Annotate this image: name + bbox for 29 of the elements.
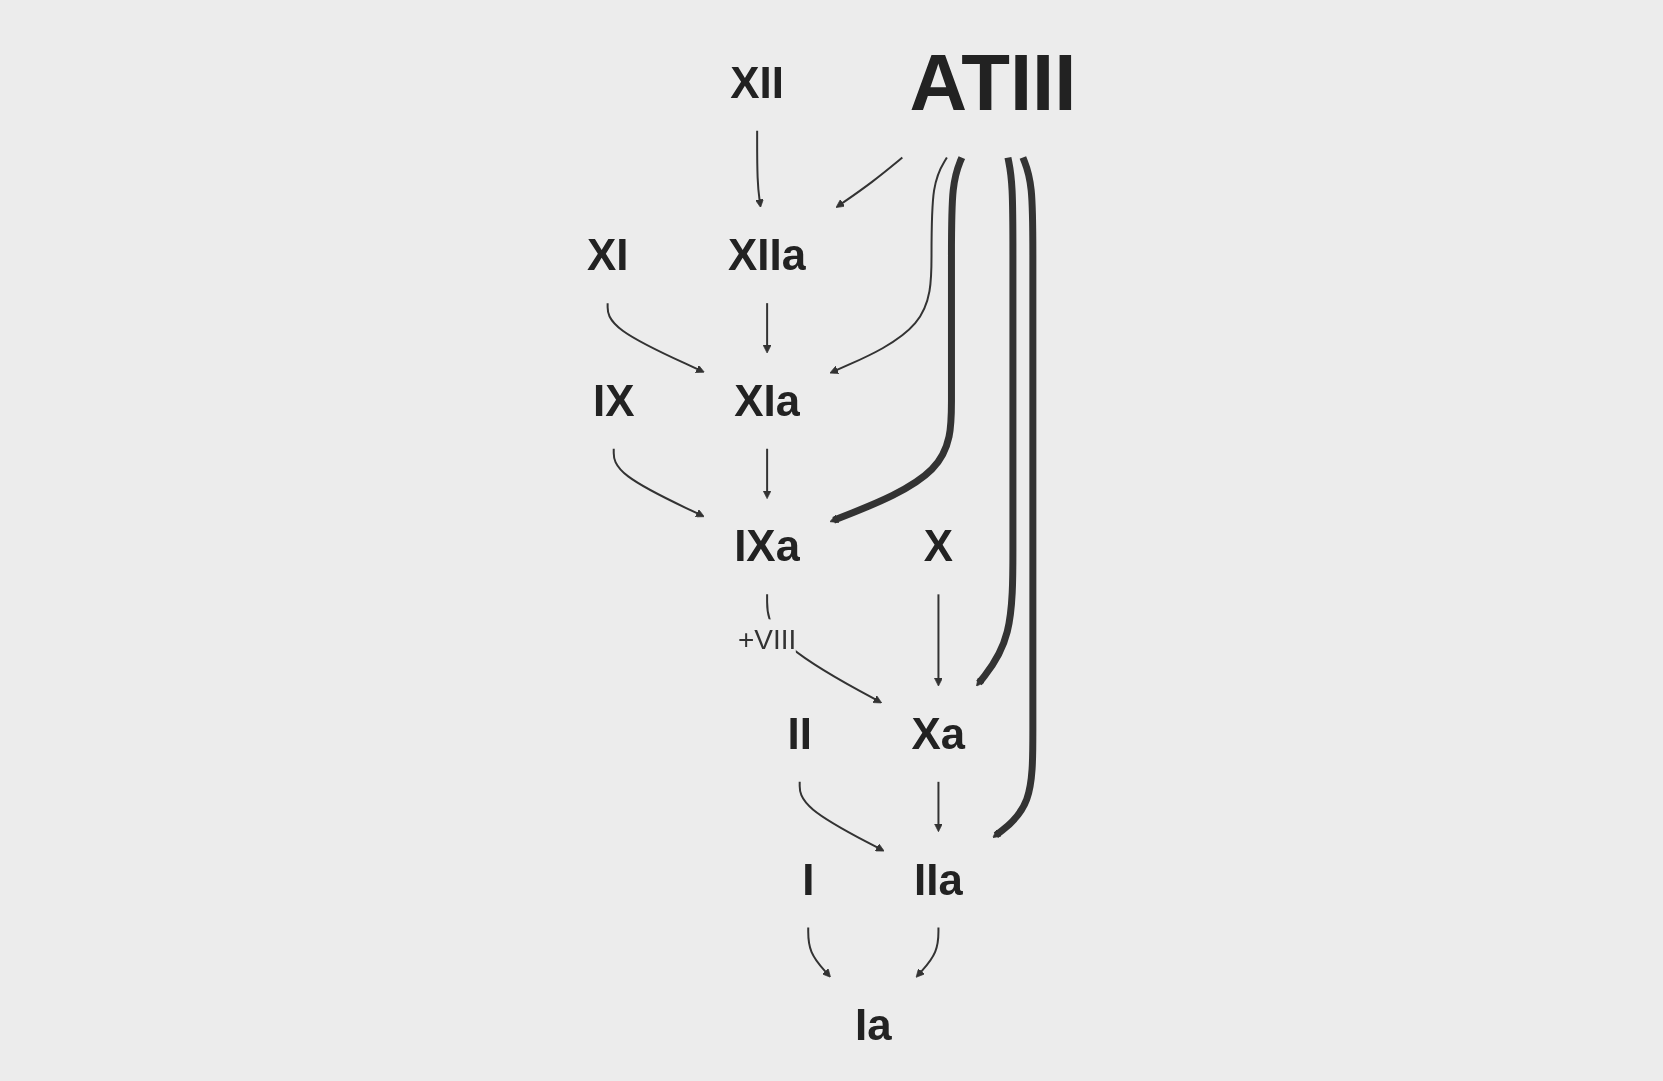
arrow [829,156,948,374]
node-text: X [923,521,953,571]
edge-label: +VIII [737,624,797,656]
arrow [612,447,705,518]
arrow [798,780,885,852]
arrow [835,156,904,208]
arrow [933,780,943,833]
arrow [754,129,764,208]
arrow [915,926,940,978]
node-text: ATIII [909,37,1077,127]
node-text: IX [592,375,635,425]
arrow [807,926,831,978]
node-text: IIa [913,854,963,904]
node-text: XIIa [727,230,806,280]
node-text: Xa [911,709,966,758]
node-text: II [787,709,812,758]
node-text: XI [586,230,629,280]
arrow [992,156,1037,839]
node-text: XIa [734,375,800,425]
arrow [762,302,772,354]
node-text: Ia [854,1000,892,1050]
arrow [762,447,772,499]
node-text: IXa [734,521,800,571]
node-text: XII [730,57,784,107]
arrow [606,302,705,373]
node-text: I [801,854,815,904]
arrow [975,156,1017,687]
arrow [933,593,943,687]
arrow [829,156,965,524]
